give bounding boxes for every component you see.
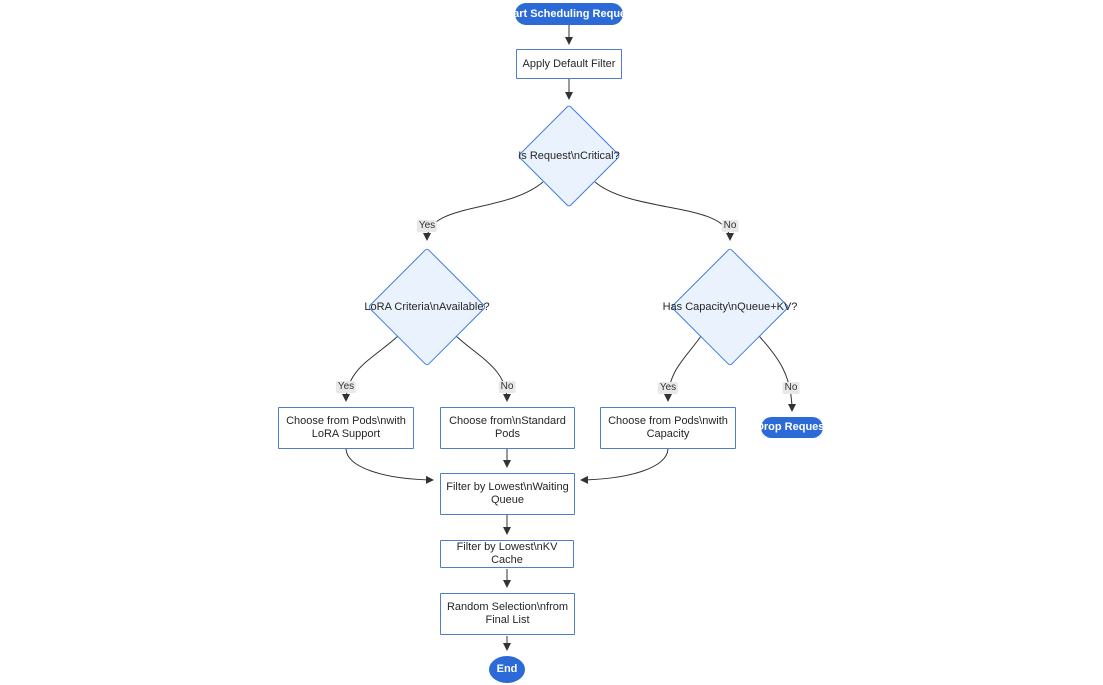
node-is-request-critical: Is Request\nCritical? <box>517 104 621 208</box>
node-has-capacity-queue-kv: Has Capacity\nQueue+KV? <box>662 247 798 367</box>
node-choose-pods-lora-line2: LoRA Support <box>311 428 381 440</box>
edge-label-capacity-no: No <box>782 382 800 394</box>
node-choose-pods-lora-support: Choose from Pods\nwith LoRA Support <box>278 407 414 449</box>
node-choose-standard-pods: Choose from\nStandard Pods <box>440 407 575 449</box>
node-random-selection-line1: Random Selection\nfrom <box>446 601 569 613</box>
node-choose-capacity-line1: Choose from Pods\nwith <box>608 415 728 427</box>
node-end: End <box>489 656 525 683</box>
node-drop-request-label: Drop Request <box>755 421 829 433</box>
edge-capacitypods-to-waiting <box>580 448 669 484</box>
node-lora-criteria-available: LoRA Criteria\nAvailable? <box>364 247 490 367</box>
node-filter-waiting-line2: Queue <box>490 494 524 506</box>
node-apply-default-filter: Apply Default Filter <box>516 49 622 79</box>
edge-capacity-no <box>758 335 796 412</box>
node-choose-pods-capacity: Choose from Pods\nwith Capacity <box>600 407 736 449</box>
edge-label-lora-yes: Yes <box>335 381 357 393</box>
node-random-selection-line2: Final List <box>485 614 530 626</box>
node-choose-capacity-line2: Capacity <box>646 428 690 440</box>
edge-label-capacity-yes: Yes <box>657 382 679 394</box>
node-choose-standard-line2: Pods <box>494 428 521 440</box>
node-filter-lowest-waiting-queue: Filter by Lowest\nWaiting Queue <box>440 473 575 515</box>
node-start: Start Scheduling Request <box>502 3 636 25</box>
node-apply-default-filter-label: Apply Default Filter <box>522 57 616 70</box>
node-start-label: Start Scheduling Request <box>502 7 636 20</box>
node-random-selection-final-list: Random Selection\nfrom Final List <box>440 593 575 635</box>
node-lora-criteria-available-label: LoRA Criteria\nAvailable? <box>364 301 490 313</box>
node-filter-lowest-kv-cache: Filter by Lowest\nKV Cache <box>440 540 574 568</box>
edge-label-critical-yes: Yes <box>416 220 438 232</box>
node-choose-pods-lora-line1: Choose from Pods\nwith <box>286 415 406 427</box>
node-has-capacity-queue-kv-label: Has Capacity\nQueue+KV? <box>662 301 798 313</box>
node-filter-waiting-line1: Filter by Lowest\nWaiting <box>446 481 569 493</box>
edge-label-critical-no: No <box>721 220 739 232</box>
node-drop-request: Drop Request <box>756 417 828 438</box>
node-filter-kv-label: Filter by Lowest\nKV Cache <box>456 541 558 566</box>
node-end-label: End <box>496 663 518 675</box>
edge-lorapods-to-waiting <box>345 448 434 484</box>
edge-label-lora-no: No <box>498 381 516 393</box>
node-is-request-critical-label: Is Request\nCritical? <box>518 150 620 162</box>
node-choose-standard-line1: Choose from\nStandard <box>449 415 566 427</box>
